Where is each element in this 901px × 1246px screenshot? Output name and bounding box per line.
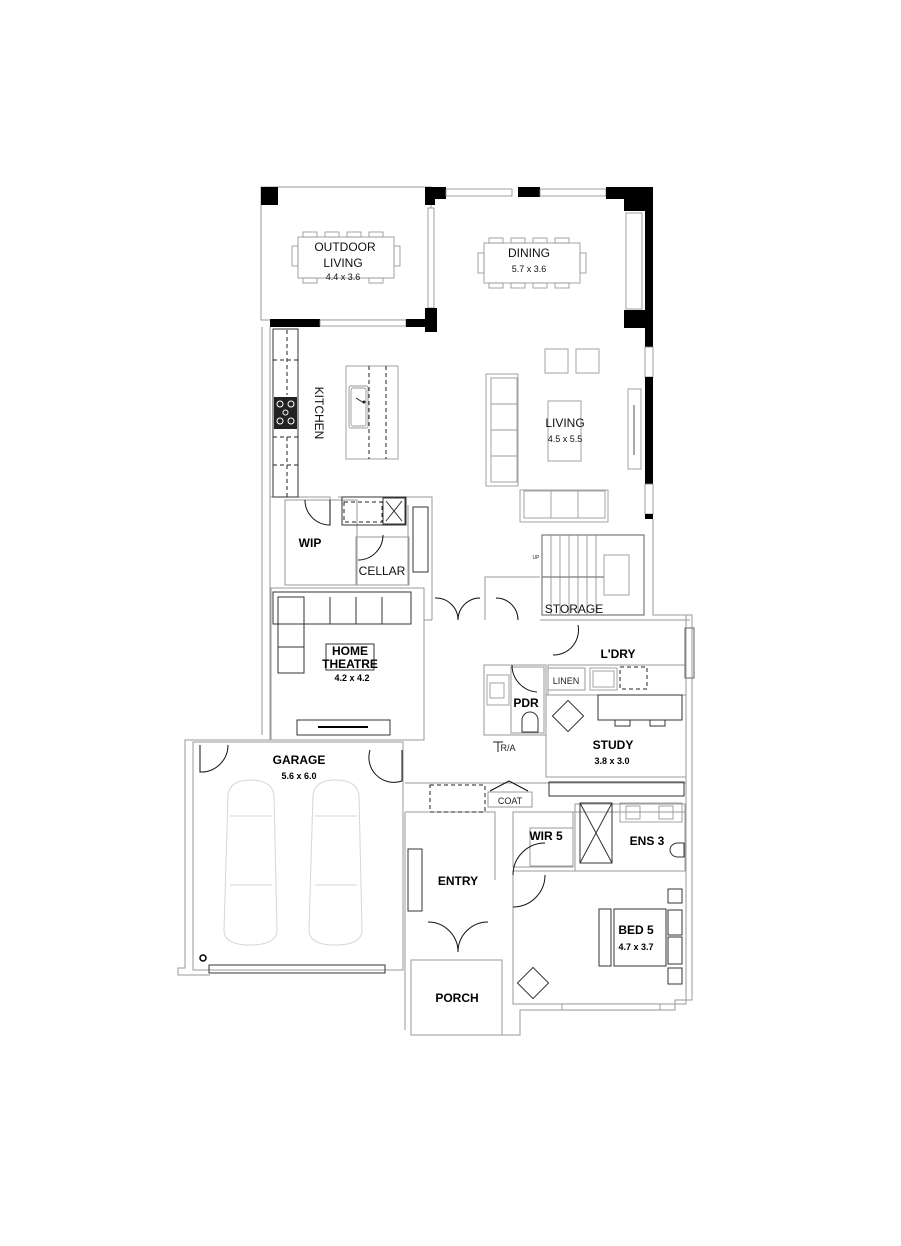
living-label: LIVING [545,416,584,430]
dining-label: DINING [508,246,550,260]
study-dimensions: 3.8 x 3.0 [594,756,629,766]
home-theatre-label: HOME [332,644,368,658]
porch-label: PORCH [435,991,478,1005]
outdoor-living-label-line2: LIVING [323,256,362,270]
return-air-icon [493,741,503,752]
front-door-right-swing [457,921,489,953]
garage-side-door-swing [199,744,229,773]
entry-label: ENTRY [438,874,478,888]
bed5-window [561,1003,661,1011]
dining-dimensions: 5.7 x 3.6 [512,264,547,274]
living-dimensions: 4.5 x 5.5 [548,434,583,444]
main-exterior-walls [270,187,654,519]
bed5-entry-door-swing [512,874,546,908]
kitchen-bench [272,328,299,498]
pdr-fixtures [486,674,539,733]
living-furniture [485,348,642,523]
ens3-vanity [619,802,683,823]
outdoor-living-dimensions: 4.4 x 3.6 [326,272,361,282]
home-theatre-label-line2: THEATRE [322,657,378,671]
bed5-label: BED 5 [618,923,654,937]
study-label: STUDY [593,738,634,752]
double-door-left-swing [434,597,459,621]
garage-label: GARAGE [273,753,326,767]
cellar-label: CELLAR [359,564,406,578]
kitchen-wip-door-swing [304,499,331,526]
entry-console [407,848,423,912]
hot-water-unit-icon [199,954,207,962]
front-door-left-swing [427,921,459,953]
kitchen-island [345,365,399,460]
storage-label: STORAGE [545,602,603,616]
laundry-window [684,627,695,679]
garage-dimensions: 5.6 x 6.0 [281,771,316,781]
coat-doors [489,780,529,792]
study-furniture [551,694,683,733]
garage-door [208,964,386,974]
linen-label: LINEN [553,676,580,686]
bed5-door-swing [512,842,546,876]
home-theatre-dimensions: 4.2 x 4.2 [334,673,369,683]
wip-label: WIP [299,536,322,550]
interior-walls [177,327,693,1036]
bed5-bed [598,888,683,985]
wip-appliances [341,496,407,526]
coat-cupboard-dashed [429,784,486,813]
coat-label: COAT [498,796,523,806]
return-air-label: R/A [500,743,515,753]
stair-up-label: UP [533,555,541,561]
garage-cars [223,779,363,946]
tv-unit [296,719,391,736]
cooktop-icon [274,397,297,429]
pdr-label: PDR [513,696,539,710]
laundry-fixtures [589,666,648,691]
ens3-toilet [669,842,685,858]
bed5-dimensions: 4.7 x 3.7 [618,942,653,952]
cellar-door-swing [357,534,384,561]
laundry-door-swing [552,624,579,656]
storage-door-swing [495,597,519,621]
pdr-door-swing [511,664,538,693]
garage-internal-door-swing [368,749,403,783]
study-bench [548,781,685,797]
shower [579,802,613,864]
theatre-sofa [272,591,412,674]
outdoor-living-label: OUTDOOR [314,240,376,254]
ens3-label: ENS 3 [630,834,665,848]
bed5-armchair [516,966,550,1000]
outdoor-dining-table [291,231,401,284]
dining-table [477,237,587,289]
double-door-right-swing [457,597,481,621]
home-theatre-label-box [325,643,375,671]
wir5-label: WIR 5 [529,829,563,843]
kitchen-label: KITCHEN [312,387,326,440]
staircase: UP [533,534,645,616]
coat-cupboard [487,791,533,808]
laundry-label: L'DRY [600,647,635,661]
